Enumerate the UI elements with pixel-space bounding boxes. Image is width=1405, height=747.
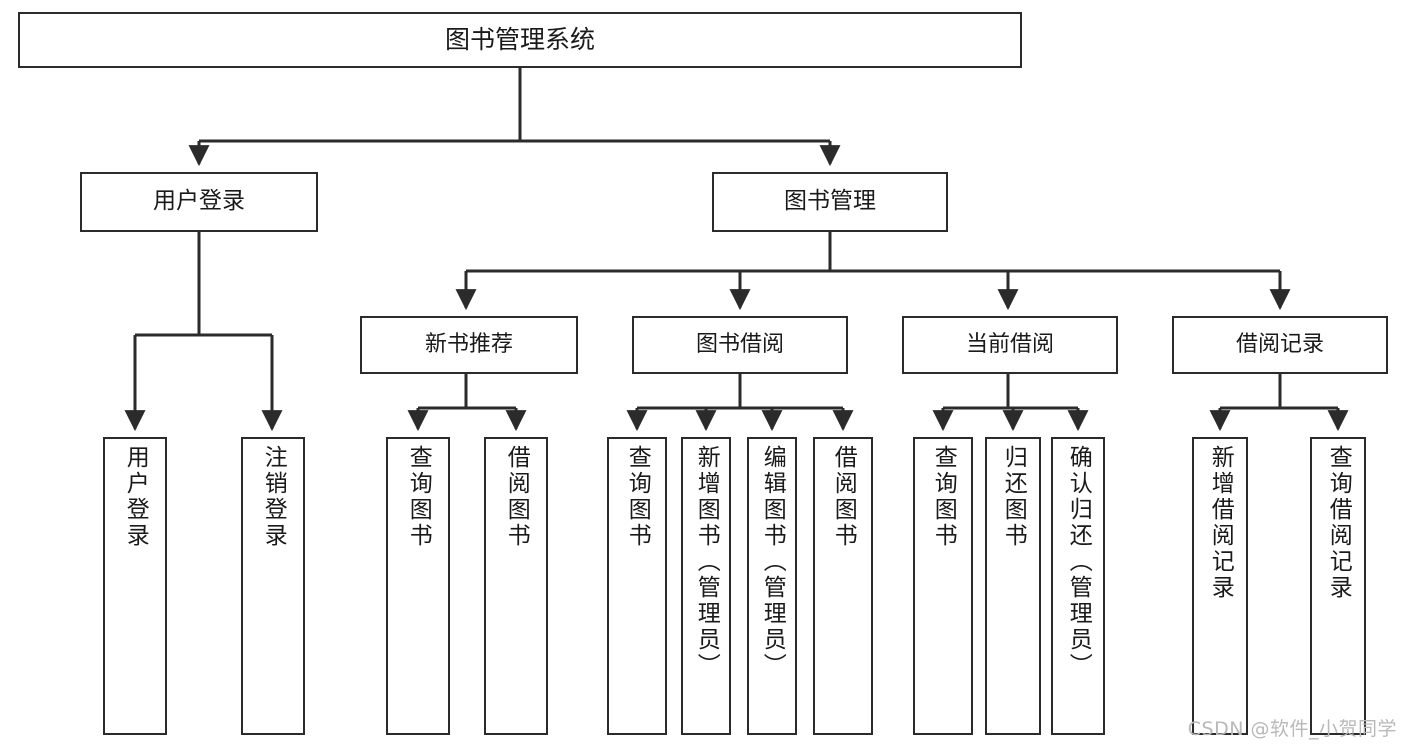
node-borrow-book-action-label: 借阅图书	[830, 445, 857, 549]
node-current-borrow[interactable]: 当前借阅	[902, 316, 1118, 374]
node-query-books-borrow[interactable]: 查询图书	[607, 437, 667, 735]
node-borrow-book-action[interactable]: 借阅图书	[813, 437, 873, 735]
node-query-books-recommend[interactable]: 查询图书	[386, 437, 450, 735]
node-add-book-admin-label: 新增图书（管理员）	[693, 445, 720, 679]
node-query-borrow-record-label: 查询借阅记录	[1325, 445, 1352, 601]
node-borrow-books-recommend[interactable]: 借阅图书	[484, 437, 548, 735]
node-user-logout-action[interactable]: 注销登录	[241, 437, 305, 735]
node-new-book-recommend-label: 新书推荐	[424, 331, 513, 357]
node-query-books-borrow-label: 查询图书	[624, 445, 651, 549]
node-confirm-return-admin[interactable]: 确认归还（管理员）	[1051, 437, 1105, 735]
node-root-label: 图书管理系统	[444, 25, 595, 55]
node-add-borrow-record[interactable]: 新增借阅记录	[1192, 437, 1248, 735]
node-query-borrow-record[interactable]: 查询借阅记录	[1310, 437, 1366, 735]
node-confirm-return-admin-label: 确认归还（管理员）	[1065, 445, 1092, 679]
node-borrow-record[interactable]: 借阅记录	[1172, 316, 1388, 374]
node-user-login-action-label: 用户登录	[122, 445, 149, 549]
node-edit-book-admin-label: 编辑图书（管理员）	[759, 445, 786, 679]
node-borrow-books-recommend-label: 借阅图书	[503, 445, 530, 549]
node-book-borrow-label: 图书借阅	[695, 331, 784, 357]
node-return-book[interactable]: 归还图书	[985, 437, 1041, 735]
node-add-borrow-record-label: 新增借阅记录	[1207, 445, 1234, 601]
node-new-book-recommend[interactable]: 新书推荐	[360, 316, 578, 374]
node-return-book-label: 归还图书	[1000, 445, 1027, 549]
node-book-management[interactable]: 图书管理	[712, 172, 948, 232]
node-query-books-current-label: 查询图书	[930, 445, 957, 549]
node-borrow-record-label: 借阅记录	[1235, 331, 1324, 357]
node-user-login-action[interactable]: 用户登录	[103, 437, 167, 735]
node-current-borrow-label: 当前借阅	[965, 331, 1054, 357]
node-user-login-label: 用户登录	[153, 188, 245, 215]
node-book-management-label: 图书管理	[784, 188, 876, 215]
node-add-book-admin[interactable]: 新增图书（管理员）	[681, 437, 731, 735]
node-query-books-current[interactable]: 查询图书	[913, 437, 973, 735]
watermark: CSDN @软件_小贺同学	[1187, 718, 1397, 740]
node-root[interactable]: 图书管理系统	[18, 12, 1022, 68]
node-user-login[interactable]: 用户登录	[80, 172, 318, 232]
node-edit-book-admin[interactable]: 编辑图书（管理员）	[747, 437, 797, 735]
node-user-logout-action-label: 注销登录	[260, 445, 287, 549]
node-query-books-recommend-label: 查询图书	[405, 445, 432, 549]
node-book-borrow[interactable]: 图书借阅	[632, 316, 848, 374]
